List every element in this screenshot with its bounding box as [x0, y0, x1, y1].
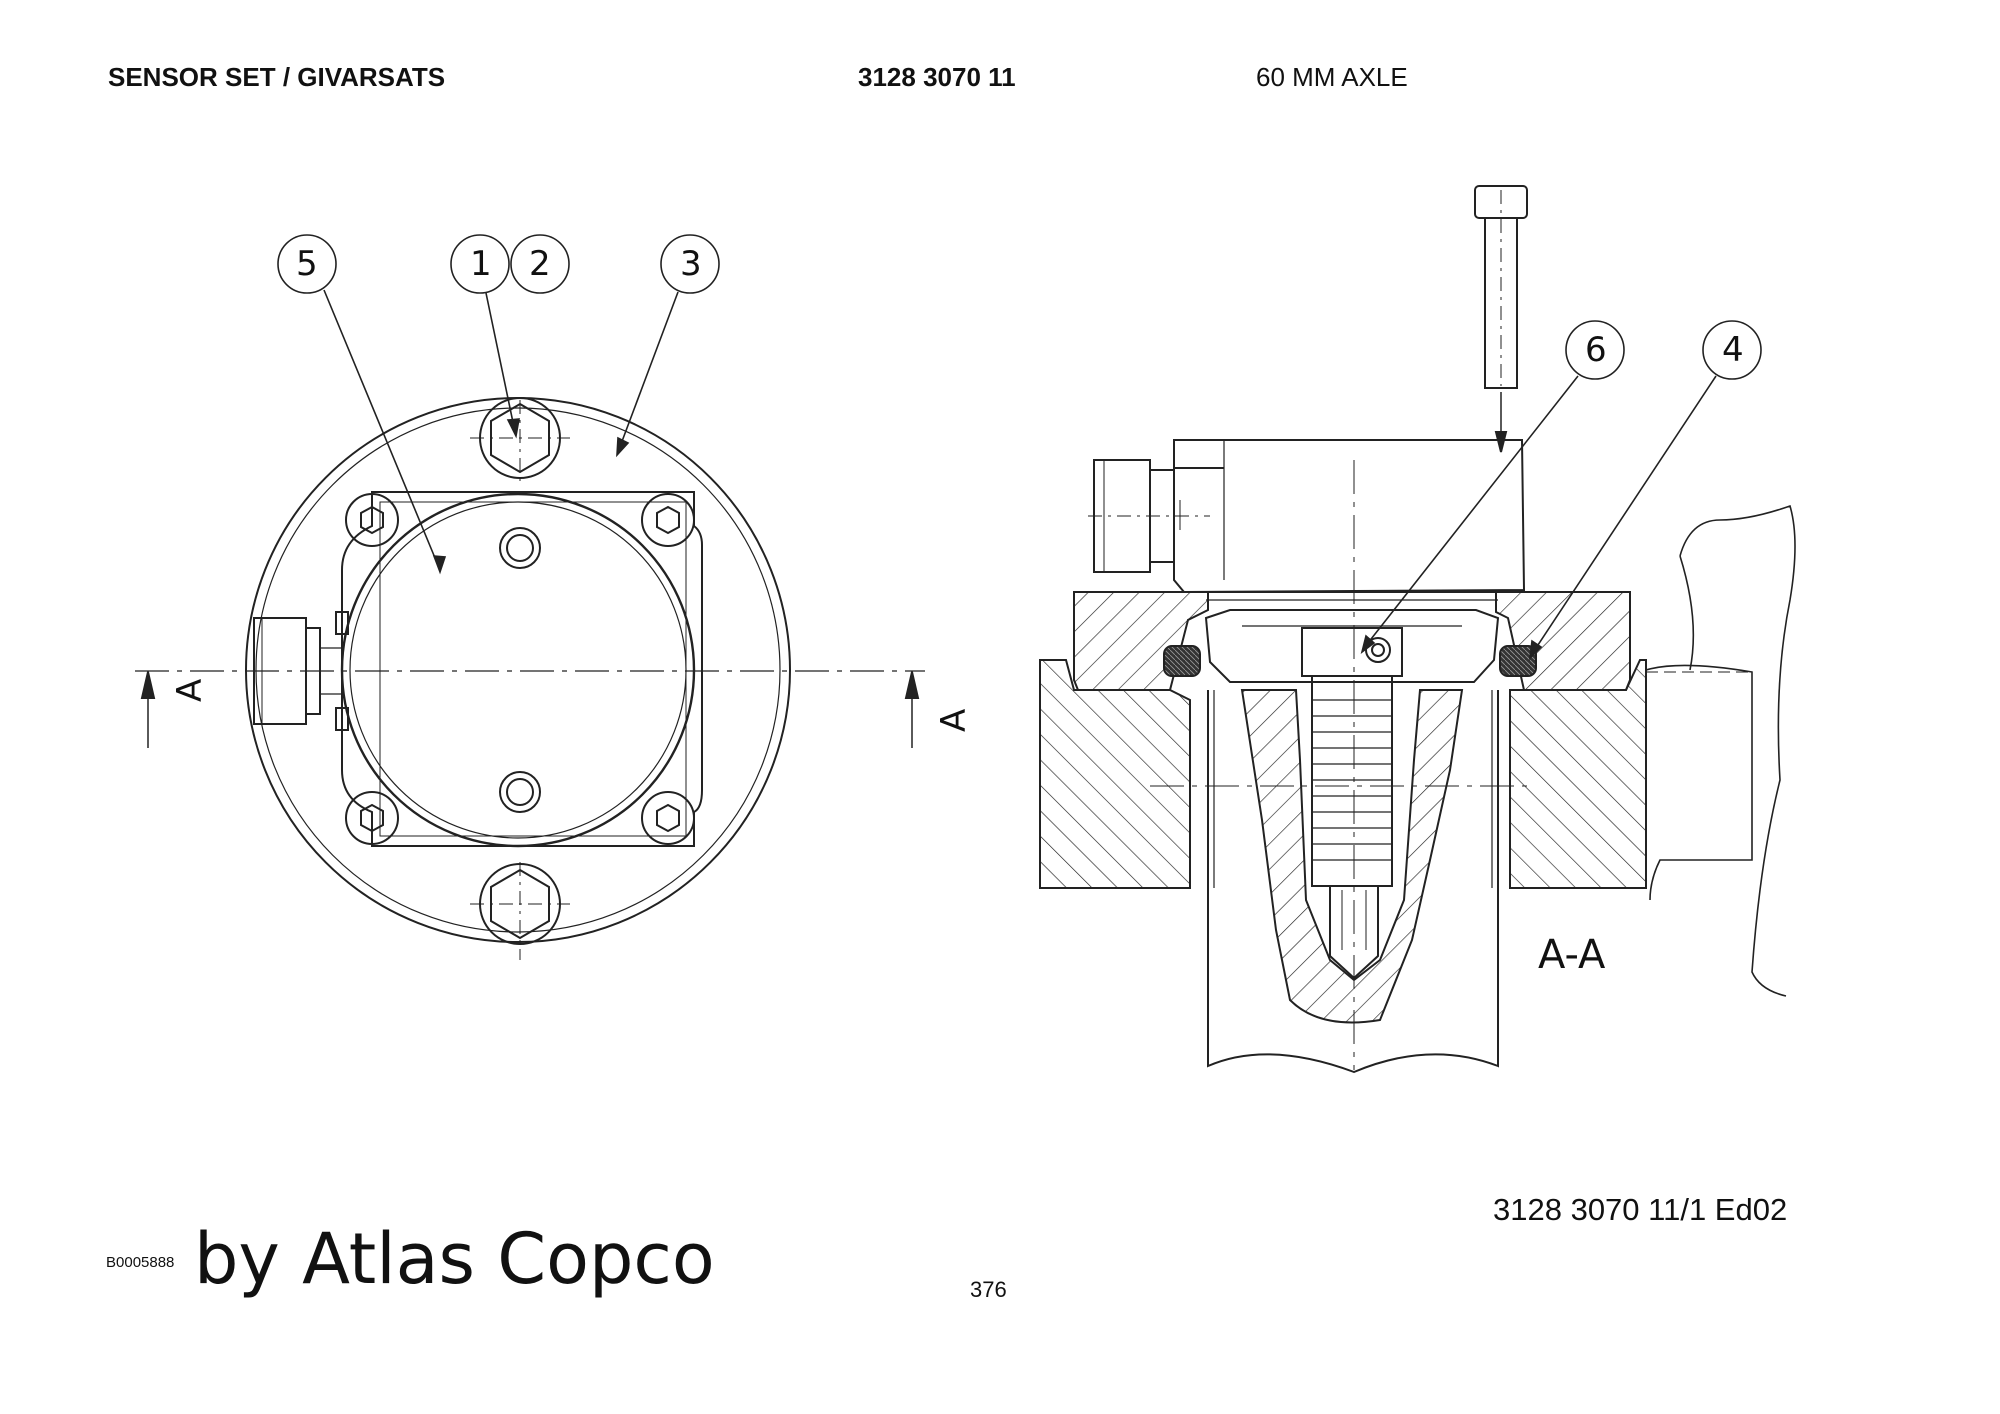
cap-screw-shank [1484, 217, 1518, 389]
corner-screw-tr [641, 493, 695, 547]
brand-text: by Atlas Copco [194, 1218, 715, 1300]
adjacent-part [1645, 664, 1753, 901]
callout-2-circle [510, 234, 570, 294]
callout-4: 4 [1722, 330, 1744, 370]
axle-block-right [1509, 659, 1647, 889]
inner-screw-top [499, 527, 541, 569]
callout-3: 3 [680, 244, 702, 284]
callout-6: 6 [1585, 330, 1607, 370]
top-view [135, 397, 925, 960]
drawing-code: B0005888 [106, 1254, 175, 1271]
page-number: 376 [970, 1277, 1007, 1302]
sensor-cup [1204, 609, 1500, 683]
seal-left [1163, 645, 1201, 677]
sensor-thread [1311, 675, 1393, 887]
inner-screw-bottom [499, 771, 541, 813]
axle-bore [1207, 690, 1499, 1074]
page-title: SENSOR SET / GIVARSATS [108, 62, 446, 92]
callout-4-circle [1702, 320, 1762, 380]
callout-2: 2 [529, 244, 551, 284]
seal-right [1499, 645, 1537, 677]
sensor-housing-square [341, 491, 703, 847]
axle-block-left [1039, 659, 1191, 889]
callout-5-circle [277, 234, 337, 294]
sensor-body-circle [340, 492, 696, 848]
shaft-section [1240, 689, 1464, 1024]
part-reference: 3128 3070 11/1 Ed02 [1493, 1192, 1788, 1227]
section-view [1039, 185, 1796, 1074]
callout-1-circle [450, 234, 510, 294]
sensor-housing [1173, 439, 1526, 594]
flange-inner-circle [255, 407, 781, 933]
section-mark-left: A [170, 678, 210, 702]
callout-6-circle [1565, 320, 1625, 380]
section-view-label: A-A [1538, 932, 1606, 978]
flange-outer-circle [245, 397, 791, 943]
section-mark-right: A [934, 708, 974, 732]
corner-screw-bl [345, 791, 399, 845]
callout-3-circle [660, 234, 720, 294]
part-number: 3128 3070 11 [858, 62, 1016, 92]
corner-screw-br [641, 791, 695, 845]
sensor-head [1301, 627, 1403, 677]
corner-screw-tl [345, 493, 399, 547]
callout-1: 1 [470, 244, 492, 284]
variant-label: 60 MM AXLE [1256, 62, 1408, 92]
callout-5: 5 [296, 244, 318, 284]
